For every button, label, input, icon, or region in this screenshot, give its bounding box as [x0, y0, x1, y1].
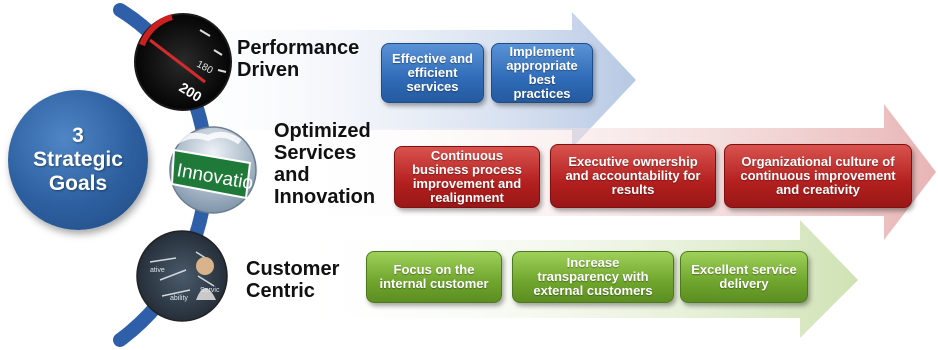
- process-improvement-box: Continuous business process improvement …: [394, 146, 540, 208]
- svg-text:ative: ative: [150, 267, 165, 274]
- executive-ownership-box: Executive ownership and accountability f…: [550, 144, 716, 208]
- effective-services-box: Effective and efficient services: [381, 43, 484, 103]
- internal-customer-box: Focus on the internal customer: [366, 251, 502, 303]
- speedometer-icon: 180 200: [134, 13, 232, 111]
- organizational-culture-box: Organizational culture of continuous imp…: [724, 144, 912, 208]
- svg-text:ability: ability: [170, 295, 188, 302]
- performance-driven-label: Performance Driven: [237, 37, 360, 81]
- innovation-sign-icon: Innovatio: [169, 126, 257, 214]
- svg-text:Servic: Servic: [200, 287, 220, 294]
- best-practices-box: Implement appropriate best practices: [491, 43, 593, 103]
- transparency-box: Increase transparency with external cust…: [512, 251, 674, 303]
- strategic-goals-circle: 3 Strategic Goals: [8, 90, 148, 230]
- customer-centric-label: Customer Centric: [246, 258, 340, 302]
- customer-diagram-icon: ative ability Servic: [136, 230, 228, 322]
- goal-text: 3 Strategic Goals: [33, 124, 123, 195]
- optimized-services-label: Optimized Services and Innovation: [274, 120, 376, 208]
- service-delivery-box: Excellent service delivery: [680, 251, 808, 303]
